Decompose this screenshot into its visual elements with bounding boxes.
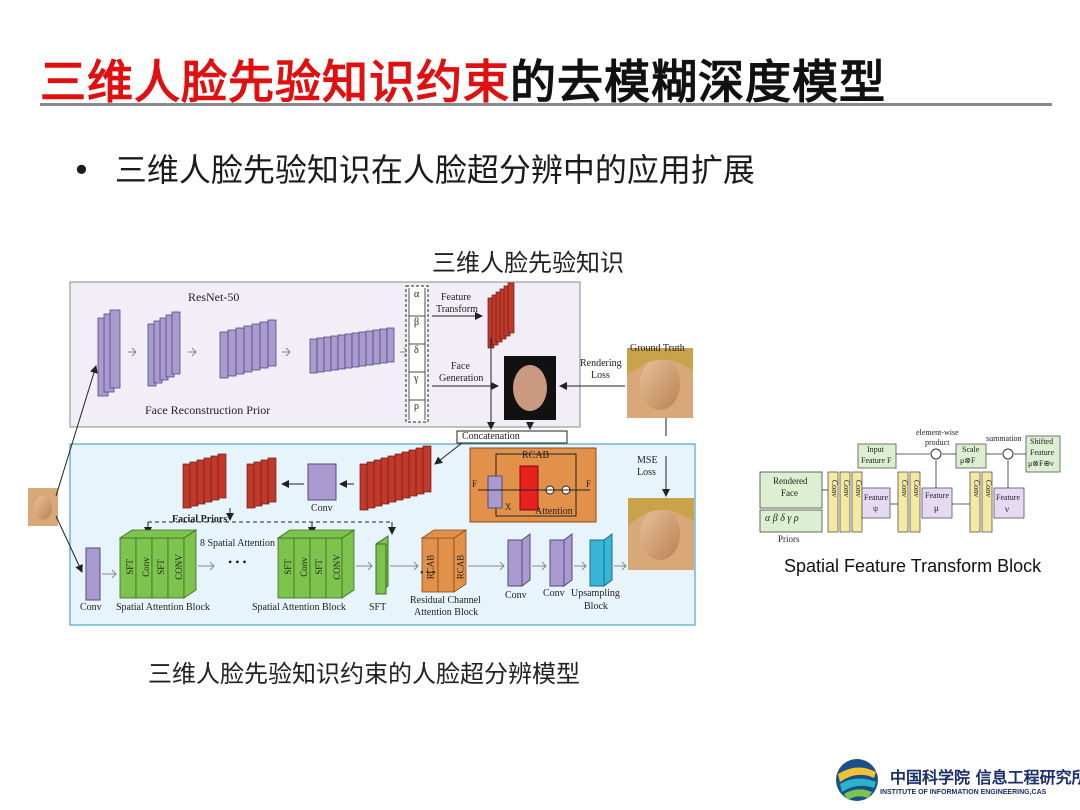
param-beta: β bbox=[414, 317, 419, 328]
param-delta: δ bbox=[414, 345, 419, 356]
upsampling-l2: Block bbox=[584, 601, 608, 612]
conv-block-3 bbox=[550, 540, 564, 586]
sft-stack-8: CONV bbox=[332, 554, 342, 580]
rendering-loss-l1: Rendering bbox=[580, 358, 622, 369]
element-wise-l2: product bbox=[925, 438, 949, 447]
face-generation-l1: Face bbox=[451, 361, 470, 372]
conv-top-label: Conv bbox=[311, 503, 333, 514]
sab1-label: Spatial Attention Block bbox=[116, 602, 210, 613]
sft-stack-2: Conv bbox=[141, 557, 151, 577]
upsampling-block bbox=[590, 540, 604, 586]
logo-text-en: INSTITUTE OF INFORMATION ENGINEERING,CAS bbox=[880, 789, 1046, 796]
dots-1: • • • bbox=[228, 555, 247, 570]
sft-conv-5: Conv bbox=[912, 480, 921, 497]
bullet-dot-icon: • bbox=[72, 151, 91, 189]
shifted-l2: Feature bbox=[1030, 448, 1054, 457]
face-sr-architecture-diagram bbox=[20, 276, 710, 632]
face-recon-label: Face Reconstruction Prior bbox=[145, 403, 270, 418]
shifted-l3: μ⊗F⊕ν bbox=[1028, 459, 1054, 468]
element-wise-l1: element-wise bbox=[916, 428, 959, 437]
resnet-label: ResNet-50 bbox=[188, 290, 239, 305]
feature-psi-l2: ψ bbox=[873, 504, 878, 513]
sft-stack-6: Conv bbox=[299, 557, 309, 577]
output-sr-face-image bbox=[640, 508, 680, 560]
sft-stack-1: SFT bbox=[125, 559, 135, 575]
facial-priors-label: Facial Priors bbox=[172, 514, 227, 525]
sft-stack-7: SFT bbox=[314, 559, 324, 575]
conv2-label: Conv bbox=[505, 590, 527, 601]
caption-bottom: 三维人脸先验知识约束的人脸超分辨模型 bbox=[148, 654, 580, 689]
sft-block-diagram bbox=[758, 426, 1062, 550]
feature-transform-l2: Transform bbox=[436, 304, 478, 315]
input-feature-l2: Feature F bbox=[861, 456, 891, 465]
conv1-label: Conv bbox=[80, 602, 102, 613]
rendered-face-l1: Rendered bbox=[773, 476, 807, 486]
bullet-item: • 三维人脸先验知识在人脸超分辨中的应用扩展 bbox=[72, 145, 755, 191]
title-red-part: 三维人脸先验知识约束 bbox=[40, 55, 510, 109]
sab2-label: Spatial Attention Block bbox=[252, 602, 346, 613]
rcab-block-l1: Residual Channel bbox=[410, 595, 481, 606]
iie-logo-icon bbox=[834, 758, 880, 802]
sft-block-caption: Spatial Feature Transform Block bbox=[784, 556, 1041, 577]
sft-conv-4: Conv bbox=[900, 480, 909, 497]
param-alpha: α bbox=[414, 289, 419, 300]
ground-truth-label: Ground Truth bbox=[630, 343, 685, 354]
sft-conv-3: Conv bbox=[854, 480, 863, 497]
sft-stack-3: SFT bbox=[156, 559, 166, 575]
rcab-stack-2: RCAB bbox=[455, 555, 465, 580]
param-gamma: γ bbox=[414, 373, 418, 384]
summation-label: summation bbox=[986, 434, 1022, 443]
feature-mu-l2: μ bbox=[934, 503, 939, 513]
rendered-face-l2: Face bbox=[781, 488, 798, 498]
face-generation-l2: Generation bbox=[439, 373, 483, 384]
rendered-face-image bbox=[513, 365, 547, 411]
param-rho: ρ bbox=[414, 401, 419, 412]
rcab-stack-1: RCAB bbox=[425, 555, 435, 580]
feature-nu-l1: Feature bbox=[996, 493, 1020, 502]
logo-text-cn: 中国科学院 信息工程研究所 bbox=[890, 764, 1080, 788]
conv3-label: Conv bbox=[543, 588, 565, 599]
title-divider bbox=[40, 103, 1052, 106]
bullet-text: 三维人脸先验知识在人脸超分辨中的应用扩展 bbox=[115, 151, 755, 189]
sft-conv-6: Conv bbox=[972, 480, 981, 497]
sft-conv-2: Conv bbox=[842, 480, 851, 497]
sft-label: SFT bbox=[369, 602, 386, 613]
attention-label: Attention bbox=[535, 506, 573, 517]
conv-block-1 bbox=[86, 548, 100, 600]
scale-l2: μ⊗F bbox=[960, 456, 975, 465]
rendering-loss-l2: Loss bbox=[591, 370, 610, 381]
title-black-part: 的去模糊深度模型 bbox=[510, 55, 886, 109]
rcab-label: RCAB bbox=[522, 450, 549, 461]
caption-top: 三维人脸先验知识 bbox=[432, 243, 624, 278]
sft-block bbox=[376, 544, 386, 594]
feature-psi-l1: Feature bbox=[864, 493, 888, 502]
rcab-block-l2: Attention Block bbox=[414, 607, 478, 618]
shifted-l1: Shifted bbox=[1030, 437, 1053, 446]
ground-truth-face-image bbox=[640, 358, 680, 410]
f-b-label: F bbox=[586, 479, 591, 489]
input-feature-l1: Input bbox=[867, 445, 884, 454]
spatial-attention-label: 8 Spatial Attention bbox=[200, 538, 275, 549]
sft-stack-4: CONV bbox=[174, 554, 184, 580]
concatenation-label: Concatenation bbox=[462, 431, 520, 442]
mse-loss-l1: MSE bbox=[637, 455, 658, 466]
feature-nu-l2: ν bbox=[1005, 504, 1009, 514]
input-lr-face-image bbox=[34, 496, 52, 520]
feature-mu-l1: Feature bbox=[925, 491, 949, 500]
priors-params: α β δ γ ρ bbox=[765, 513, 799, 524]
conv-block-2 bbox=[508, 540, 522, 586]
sft-conv-1: Conv bbox=[830, 480, 839, 497]
priors-label: Priors bbox=[778, 534, 800, 544]
x-b-label: X bbox=[505, 502, 512, 512]
upsampling-l1: Upsampling bbox=[571, 588, 620, 599]
sft-stack-5: SFT bbox=[283, 559, 293, 575]
feature-transform-l1: Feature bbox=[441, 292, 471, 303]
sft-conv-7: Conv bbox=[984, 480, 993, 497]
mse-loss-l2: Loss bbox=[637, 467, 656, 478]
f-b1-label: F bbox=[472, 479, 477, 489]
scale-l1: Scale bbox=[962, 445, 979, 454]
